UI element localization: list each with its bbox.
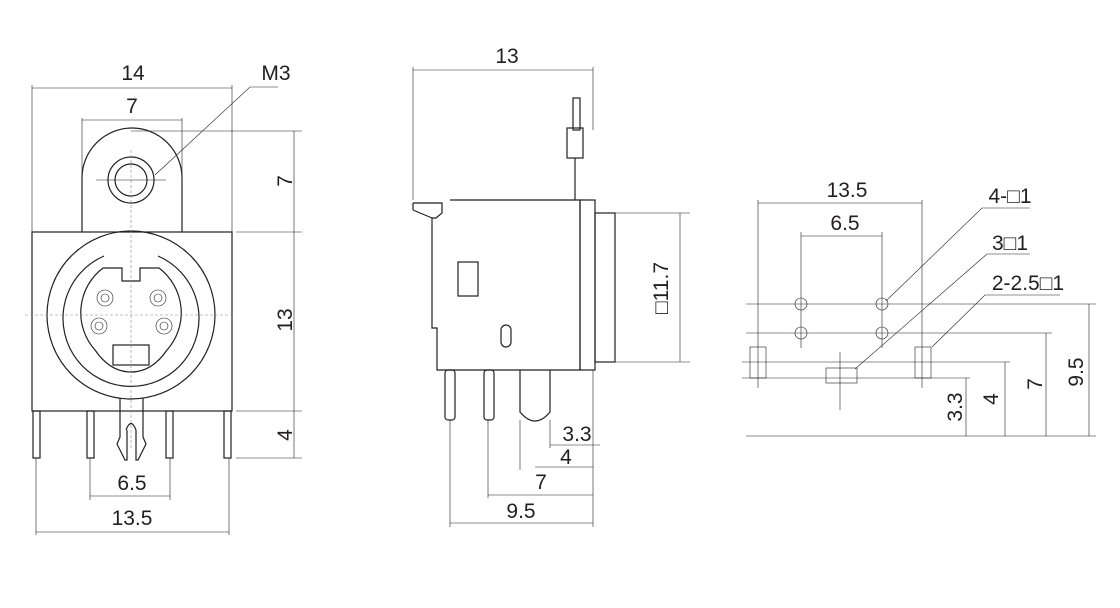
dim-depth-13: 13 (495, 45, 518, 68)
pcb-dim-9-5: 9.5 (1065, 357, 1088, 386)
hole-note-2-2-5x1: 2-2.5□1 (992, 272, 1064, 295)
hole-note-3x1: 3□1 (992, 232, 1028, 255)
pcb-holes (794, 297, 889, 340)
top-pin-body (566, 127, 584, 159)
dim-body-height-13: 13 (274, 308, 297, 331)
pcb-slot-right (914, 346, 932, 379)
front-face (594, 212, 616, 363)
side-body (413, 199, 581, 371)
side-slot (500, 324, 512, 348)
side-window (457, 261, 479, 297)
socket-pins (90, 289, 173, 335)
dim-3-3: 3.3 (562, 423, 591, 446)
pcb-dim-4: 4 (980, 393, 1003, 405)
thread-label-m3: M3 (261, 62, 290, 85)
pcb-slot-center (825, 367, 858, 384)
socket-insert (80, 267, 182, 373)
dim-width-14: 14 (121, 62, 145, 85)
dim-inner-6-5: 6.5 (830, 212, 859, 235)
pcb-dim-3-3: 3.3 (944, 392, 967, 421)
dim-4: 4 (560, 446, 572, 469)
dim-outer-pin-spacing: 13.5 (112, 507, 153, 530)
dim-pin-length-4: 4 (274, 429, 297, 441)
dim-outer-13-5: 13.5 (827, 179, 868, 202)
hole-note-4x1: 4-□1 (988, 185, 1031, 208)
pcb-dim-7: 7 (1024, 378, 1047, 390)
dim-9-5: 9.5 (506, 500, 535, 523)
connector-body (31, 231, 233, 412)
dim-7: 7 (535, 471, 547, 494)
side-pins (444, 369, 551, 422)
mounting-tab (81, 127, 183, 232)
pcb-layout: 13.5 6.5 4-□1 3□1 2-2.5□1 3.3 4 7 9.5 (742, 179, 1096, 437)
pcb-pins (32, 398, 232, 461)
top-pin (572, 97, 581, 131)
front-view: 14 7 M3 7 13 4 6.5 13.5 (25, 62, 302, 535)
front-flange (579, 199, 596, 371)
dim-inner-pin-spacing: 6.5 (117, 472, 146, 495)
dim-tab-height-7: 7 (274, 175, 297, 187)
dim-tab-width-7: 7 (126, 95, 138, 118)
pcb-slot-left (749, 346, 767, 379)
dim-face-11-7: □11.7 (650, 262, 673, 314)
side-view: 13 □11.7 3.3 4 7 9.5 (412, 45, 690, 527)
